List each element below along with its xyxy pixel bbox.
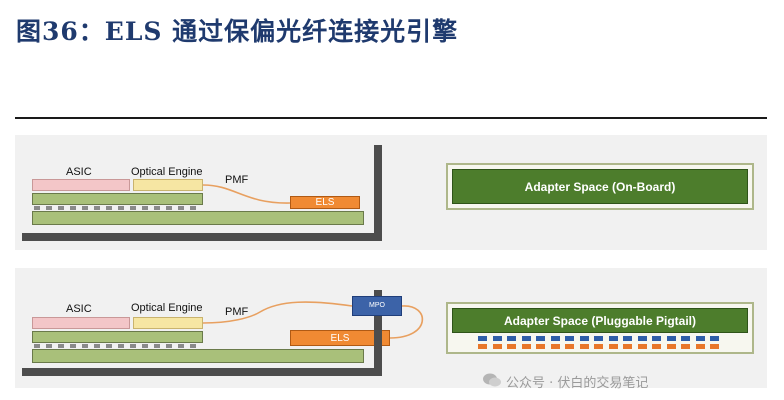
top-solder-balls [34, 206, 202, 210]
bottom-els-label: ELS [330, 333, 350, 344]
adapter-pin [710, 336, 719, 341]
adapter-pin [594, 336, 603, 341]
top-package-substrate [32, 193, 203, 205]
adapter-pin [478, 344, 487, 349]
watermark-text: 公众号 · 伏白的交易笔记 [506, 376, 649, 391]
bottom-pmf-fiber [202, 301, 353, 324]
title-divider [15, 117, 767, 119]
bottom-faceplate-wall [374, 290, 382, 370]
adapter-pin [579, 344, 589, 349]
adapter-pin [536, 344, 545, 349]
top-adapter-space: Adapter Space (On-Board) [452, 169, 748, 204]
adapter-pin [623, 336, 632, 341]
adapter-pin [565, 344, 574, 349]
mpo-connector: MPO [352, 296, 402, 316]
top-adapter-space-frame: Adapter Space (On-Board) [446, 163, 754, 210]
bottom-solder-balls [34, 344, 202, 348]
adapter-pin [478, 336, 487, 341]
adapter-pin [536, 336, 545, 341]
adapter-pin [521, 344, 531, 349]
adapter-pin [695, 344, 705, 349]
adapter-pin [623, 344, 632, 349]
top-asic-label: ASIC [66, 166, 92, 178]
bottom-pmf-label: PMF [225, 306, 249, 318]
bottom-asic-label: ASIC [66, 303, 92, 315]
bottom-optical-engine-label: Optical Engine [131, 302, 203, 314]
top-faceplate-wall [374, 145, 382, 241]
bottom-adapter-space-frame: Adapter Space (Pluggable Pigtail) [446, 302, 754, 354]
adapter-pin [492, 336, 502, 341]
top-chassis-base [22, 233, 382, 241]
adapter-pin [521, 336, 531, 341]
adapter-pin [507, 344, 516, 349]
bottom-chassis-base [22, 368, 382, 376]
top-els-module: ELS [290, 196, 360, 209]
adapter-pin [652, 344, 661, 349]
adapter-pin [550, 344, 560, 349]
top-optical-engine-label: Optical Engine [131, 166, 203, 178]
bottom-pcb-board [32, 349, 364, 363]
bottom-adapter-space: Adapter Space (Pluggable Pigtail) [452, 308, 748, 333]
adapter-pin [637, 336, 647, 341]
adapter-pin [550, 336, 560, 341]
top-pmf-label: PMF [225, 174, 249, 186]
top-els-label: ELS [315, 197, 335, 208]
wechat-icon [483, 373, 501, 387]
adapter-pin [565, 336, 574, 341]
adapter-pin [608, 344, 618, 349]
adapter-pin [594, 344, 603, 349]
adapter-pin [492, 344, 502, 349]
top-pmf-fiber [202, 184, 291, 204]
figure-title: 图36：ELS 通过保偏光纤连接光引擎 [16, 17, 459, 46]
adapter-pin [608, 336, 618, 341]
bottom-els-module: ELS [290, 330, 390, 346]
bottom-els-fiber [389, 305, 424, 339]
adapter-pin [710, 344, 719, 349]
adapter-pin [666, 344, 676, 349]
top-asic-chip [32, 179, 130, 191]
top-optical-engine [133, 179, 203, 191]
bottom-asic-chip [32, 317, 130, 329]
adapter-pin [637, 344, 647, 349]
adapter-pin [681, 336, 690, 341]
adapter-pin [666, 336, 676, 341]
top-pcb-board [32, 211, 364, 225]
bottom-optical-engine [133, 317, 203, 329]
adapter-pin [681, 344, 690, 349]
adapter-pin [579, 336, 589, 341]
adapter-pin [507, 336, 516, 341]
adapter-pin-rows [478, 336, 728, 351]
adapter-pin [652, 336, 661, 341]
adapter-pin [695, 336, 705, 341]
bottom-package-substrate [32, 331, 203, 343]
